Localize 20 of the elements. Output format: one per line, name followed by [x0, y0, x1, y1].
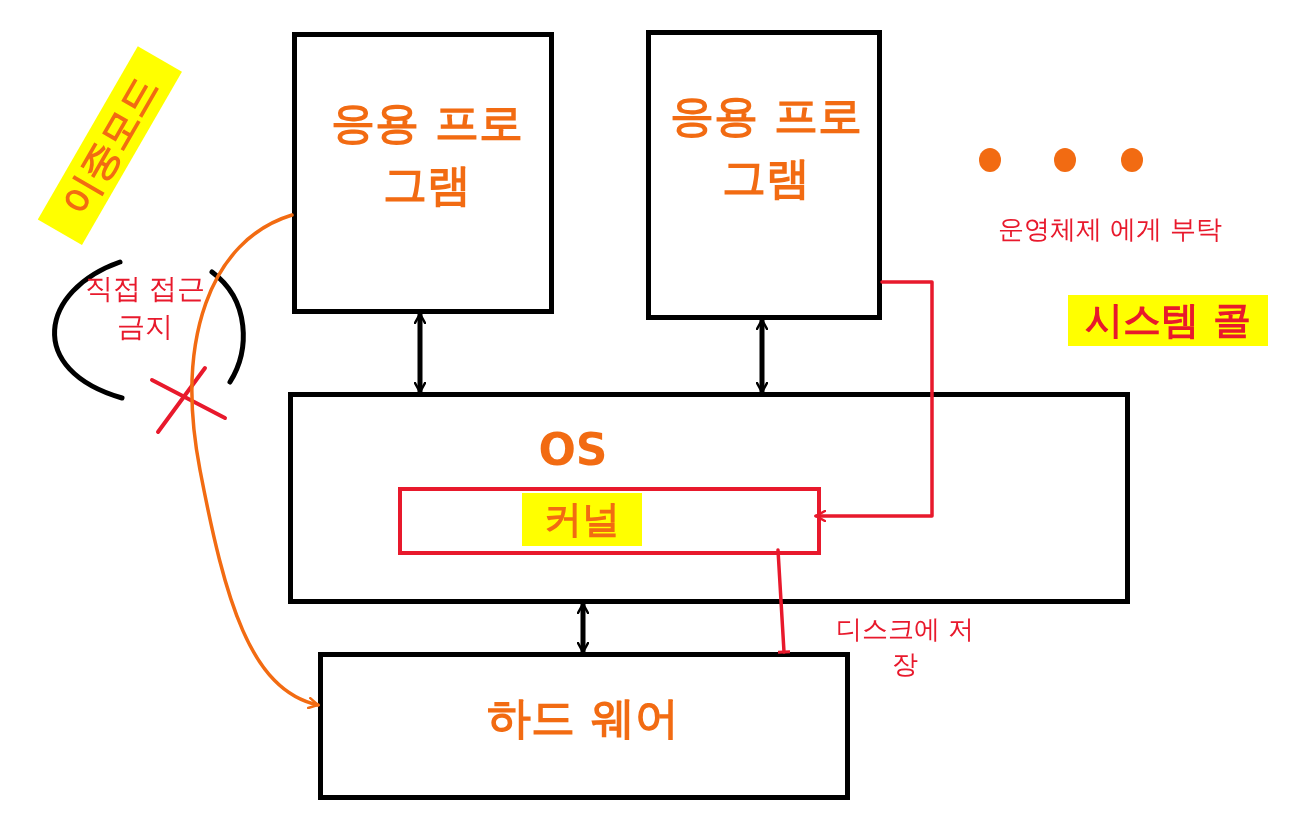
arrow — [755, 317, 769, 395]
node-label: 하드 웨어 — [486, 691, 680, 745]
process-box — [292, 32, 554, 314]
annotation-text: 직접 접근금지 — [83, 271, 207, 345]
kernel-box — [398, 487, 821, 555]
arrow — [814, 280, 934, 523]
process-box — [646, 30, 882, 320]
arrow — [413, 311, 427, 395]
node-label: 응용 프로그램 — [669, 89, 863, 205]
annotation-text: 디스크에 저장 — [834, 613, 976, 682]
node-label: 커널 — [522, 493, 642, 547]
node-label: OS — [537, 423, 609, 477]
process-box — [318, 652, 850, 800]
arrow — [576, 601, 590, 655]
os-box — [288, 392, 1130, 604]
annotation-text: 시스템 콜 — [1068, 295, 1268, 347]
node-label: 응용 프로그램 — [330, 96, 524, 212]
arrow — [190, 213, 320, 709]
annotation-text: 운영체제 에게 부탁 — [996, 213, 1224, 246]
connector-line — [776, 548, 792, 654]
